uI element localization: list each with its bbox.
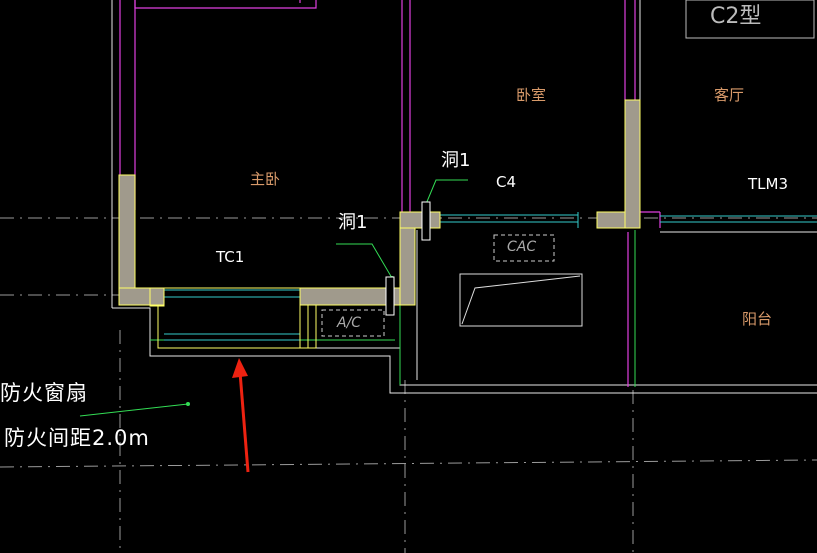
leader-dot-fire-note <box>186 402 190 406</box>
note-fire-distance: 防火间距2.0m <box>4 426 150 450</box>
window-tag-tc1: TC1 <box>216 248 245 266</box>
opening-marker-lower <box>385 276 395 316</box>
window-tag-c4: C4 <box>496 173 517 191</box>
ac-label-upper: CAC <box>507 239 537 255</box>
fixture-box <box>459 273 583 327</box>
type-label-box <box>685 0 815 39</box>
note-fire-sash: 防火窗扇 <box>0 381 88 405</box>
red-arrow <box>232 358 250 473</box>
opening-tag-upper: 洞1 <box>441 150 471 171</box>
opening-marker-upper <box>421 201 431 241</box>
ac-label-lower: A/C <box>337 315 362 331</box>
axis-grid <box>0 217 817 553</box>
room-label-balcony: 阳台 <box>742 310 773 328</box>
opening-tag-lower: 洞1 <box>338 212 368 233</box>
magenta-lines <box>119 0 661 387</box>
walls <box>118 99 641 306</box>
window-lines <box>164 212 817 341</box>
ac-box-upper <box>493 234 555 262</box>
type-label: C2型 <box>710 4 762 29</box>
ac-box-lower <box>321 309 385 337</box>
door-tag-tlm3: TLM3 <box>748 175 789 193</box>
room-label-living-room: 客厅 <box>714 86 745 104</box>
room-label-bedroom: 卧室 <box>516 86 547 104</box>
room-label-master-bedroom: 主卧 <box>250 170 281 188</box>
